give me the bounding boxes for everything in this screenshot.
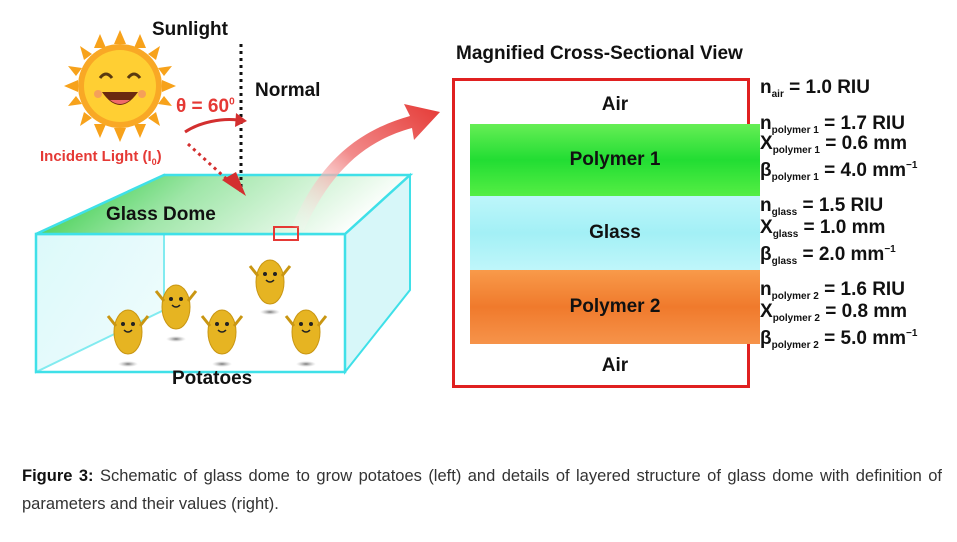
- param-n-glass: nglass = 1.5 RIU: [760, 195, 884, 219]
- magnify-marker: [273, 226, 299, 241]
- incident-label: Incident Light (I0): [40, 148, 162, 167]
- layer-label: Air: [601, 94, 629, 115]
- dome-scene: [34, 30, 440, 375]
- param-n-air: nair = 1.0 RIU: [760, 77, 870, 101]
- incident-text: Incident Light (I: [40, 148, 152, 165]
- angle-arc: [184, 118, 239, 134]
- caption-text: Schematic of glass dome to grow potatoes…: [22, 467, 942, 513]
- normal-label: Normal: [255, 80, 321, 101]
- param-x-polymer2: Xpolymer 2 = 0.8 mm: [760, 301, 908, 325]
- sunlight-label: Sunlight: [152, 19, 228, 40]
- layer-glass: Glass: [470, 196, 760, 270]
- caption-prefix: Figure 3:: [22, 467, 94, 485]
- dome-top: [35, 173, 414, 236]
- parameters-panel: nair = 1.0 RIU npolymer 1 = 1.7 RIU Xpol…: [760, 78, 950, 358]
- param-beta-glass: βglass = 2.0 mm−1: [760, 244, 896, 267]
- param-x-glass: Xglass = 1.0 mm: [760, 217, 886, 241]
- layer-air-bottom: Air: [470, 351, 760, 381]
- potato-icon-5: [284, 309, 328, 367]
- layer-label: Air: [601, 355, 629, 376]
- layer-polymer-2: Polymer 2: [470, 270, 760, 344]
- param-beta-polymer1: βpolymer 1 = 4.0 mm−1: [760, 160, 918, 183]
- potato-icon-4: [200, 309, 244, 367]
- incident-ray: [186, 142, 234, 186]
- magnify-arrow: [292, 104, 440, 230]
- layer-label: Polymer 2: [569, 296, 661, 317]
- glass-dome-label: Glass Dome: [106, 204, 216, 225]
- angle-degree: 0: [229, 96, 235, 108]
- incident-arrowhead: [222, 172, 246, 196]
- param-n-polymer1: npolymer 1 = 1.7 RIU: [760, 113, 905, 137]
- incident-close: ): [156, 148, 162, 165]
- cross-section-title: Magnified Cross-Sectional View: [456, 43, 743, 64]
- angle-value: θ = 60: [176, 96, 230, 117]
- layer-label: Glass: [589, 222, 641, 243]
- potato-icon-1: [248, 259, 292, 315]
- potato-icon-3: [106, 309, 150, 367]
- layer-air-top: Air: [470, 90, 760, 120]
- sun-icon: [64, 30, 176, 142]
- incident-subscript: 0: [151, 157, 157, 167]
- figure-caption: Figure 3: Schematic of glass dome to gro…: [22, 462, 942, 518]
- potato-icon-2: [154, 284, 198, 342]
- param-x-polymer1: Xpolymer 1 = 0.6 mm: [760, 133, 908, 157]
- param-beta-polymer2: βpolymer 2 = 5.0 mm−1: [760, 328, 918, 351]
- layer-label: Polymer 1: [569, 149, 661, 170]
- param-n-polymer2: npolymer 2 = 1.6 RIU: [760, 279, 905, 303]
- layer-polymer-1: Polymer 1: [470, 124, 760, 196]
- potatoes-label: Potatoes: [172, 368, 253, 389]
- angle-label: θ = 600: [176, 96, 235, 118]
